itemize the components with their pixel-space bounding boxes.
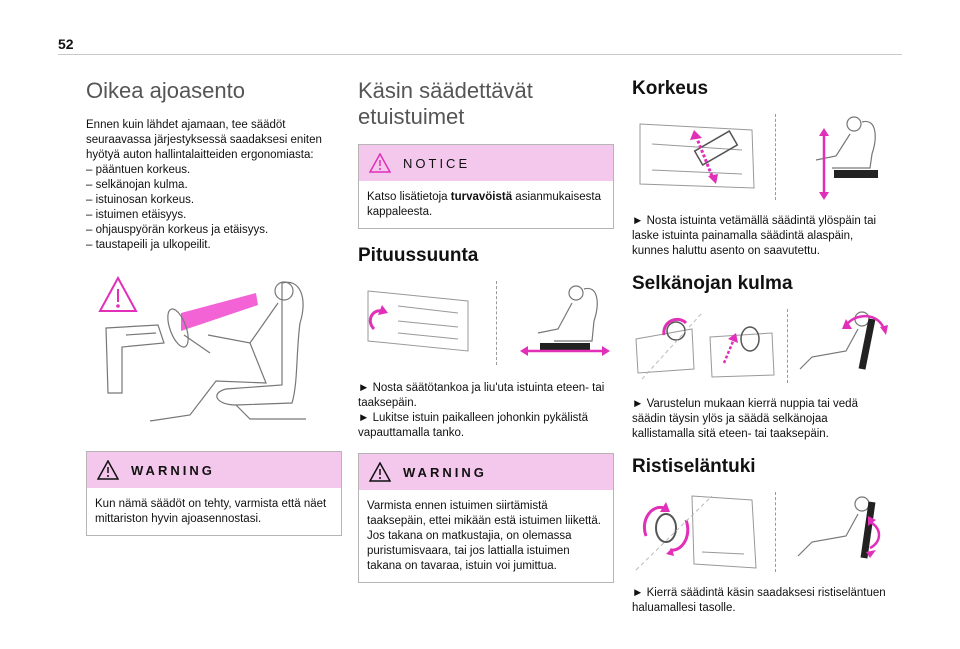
step-text: ► Nosta istuinta vetämällä säädintä ylös… bbox=[632, 215, 877, 257]
notice-header: NOTICE bbox=[359, 145, 613, 181]
warning-header: WARNING bbox=[359, 454, 613, 490]
seat-height-illustration bbox=[815, 116, 878, 200]
figure-separator bbox=[774, 114, 776, 200]
step-text: ► Nosta säätötankoa ja liu'uta istuinta … bbox=[358, 382, 605, 409]
figure-separator bbox=[495, 281, 497, 365]
column-2: Käsin säädettävät etuistuimet NOTICE Kat… bbox=[358, 78, 614, 583]
step-text: ► Varustelun mukaan kierrä nuppia tai ve… bbox=[632, 398, 858, 440]
notice-label: NOTICE bbox=[403, 155, 471, 171]
seat-slide-illustration bbox=[520, 285, 610, 356]
lever-arrow-icon bbox=[722, 338, 736, 364]
lumbar-arrow-icon bbox=[869, 520, 881, 550]
figure-separator bbox=[774, 492, 776, 572]
list-item: istuinosan korkeus. bbox=[86, 193, 342, 208]
lift-arrow-icon bbox=[368, 309, 383, 331]
warning-box: WARNING Varmista ennen istuimen siirtämi… bbox=[358, 453, 614, 583]
page-number: 52 bbox=[58, 36, 74, 52]
height-lever-illustration bbox=[639, 123, 755, 189]
recline-illustration bbox=[799, 311, 888, 370]
subsection-title-lumbar: Ristiseläntuki bbox=[632, 456, 756, 477]
longitudinal-figures bbox=[358, 281, 614, 365]
rotate-arrow-icon bbox=[662, 318, 688, 336]
warning-header: WARNING bbox=[87, 452, 341, 488]
warning-box: WARNING Kun nämä säädöt on tehty, varmis… bbox=[86, 451, 342, 536]
notice-text-part: asianmukaisesta kappaleesta. bbox=[367, 191, 601, 218]
warning-triangle-icon bbox=[98, 275, 138, 312]
lumbar-support-illustration bbox=[797, 496, 881, 559]
warning-icon bbox=[97, 460, 119, 480]
adjustment-list: pääntuen korkeus. selkänojan kulma. istu… bbox=[86, 163, 342, 253]
backrest-figures bbox=[632, 309, 888, 383]
list-item: ohjauspyörän korkeus ja etäisyys. bbox=[86, 223, 342, 238]
backrest-controls-illustration bbox=[635, 312, 775, 380]
driver-position-illustration bbox=[98, 275, 306, 422]
notice-text-part: Katso lisätietoja bbox=[367, 191, 451, 203]
section-title-manual-seats: Käsin säädettävät etuistuimet bbox=[358, 78, 533, 129]
header-rule bbox=[58, 54, 902, 55]
sightline-beam bbox=[181, 293, 258, 331]
step-text: ► Lukitse istuin paikalleen johonkin pyk… bbox=[358, 412, 589, 439]
list-item: pääntuen korkeus. bbox=[86, 163, 342, 178]
seat-bar-illustration bbox=[367, 290, 469, 352]
warning-label: WARNING bbox=[131, 462, 215, 478]
list-item: istuimen etäisyys. bbox=[86, 208, 342, 223]
rotate-arrow-icon bbox=[643, 505, 665, 537]
notice-icon bbox=[369, 153, 391, 173]
warning-icon bbox=[369, 462, 391, 482]
column-1: Oikea ajoasento Ennen kuin lähdet ajamaa… bbox=[86, 78, 342, 536]
intro-text: Ennen kuin lähdet ajamaan, tee säädöt se… bbox=[86, 119, 322, 161]
subsection-title-height: Korkeus bbox=[632, 78, 709, 99]
list-item: selkänojan kulma. bbox=[86, 178, 342, 193]
warning-text: Varmista ennen istuimen siirtämistä taak… bbox=[367, 500, 601, 572]
height-figures bbox=[632, 114, 888, 200]
recline-arrow-icon bbox=[847, 315, 886, 330]
warning-label: WARNING bbox=[403, 464, 487, 480]
subsection-title-longitudinal: Pituussuunta bbox=[358, 245, 479, 266]
notice-bold-link: turvavöistä bbox=[450, 191, 513, 203]
up-down-arrow-icon bbox=[694, 135, 714, 177]
notice-text: Katso lisätietoja turvavöistä asianmukai… bbox=[359, 181, 613, 228]
section-title-driving-position: Oikea ajoasento bbox=[86, 78, 245, 103]
figure-separator bbox=[786, 309, 788, 383]
warning-text: Kun nämä säädöt on tehty, varmista että … bbox=[95, 498, 327, 525]
notice-box: NOTICE Katso lisätietoja turvavöistä asi… bbox=[358, 144, 614, 229]
lumbar-knob-illustration bbox=[635, 495, 757, 571]
list-item: taustapeili ja ulkopeilit. bbox=[86, 238, 342, 253]
lumbar-figures bbox=[632, 492, 888, 572]
subsection-title-backrest: Selkänojan kulma bbox=[632, 273, 793, 294]
step-text: ► Kierrä säädintä käsin saadaksesi risti… bbox=[632, 587, 886, 614]
column-3: Korkeus ► Nosta istuinta vetämällä säädi… bbox=[632, 78, 888, 616]
